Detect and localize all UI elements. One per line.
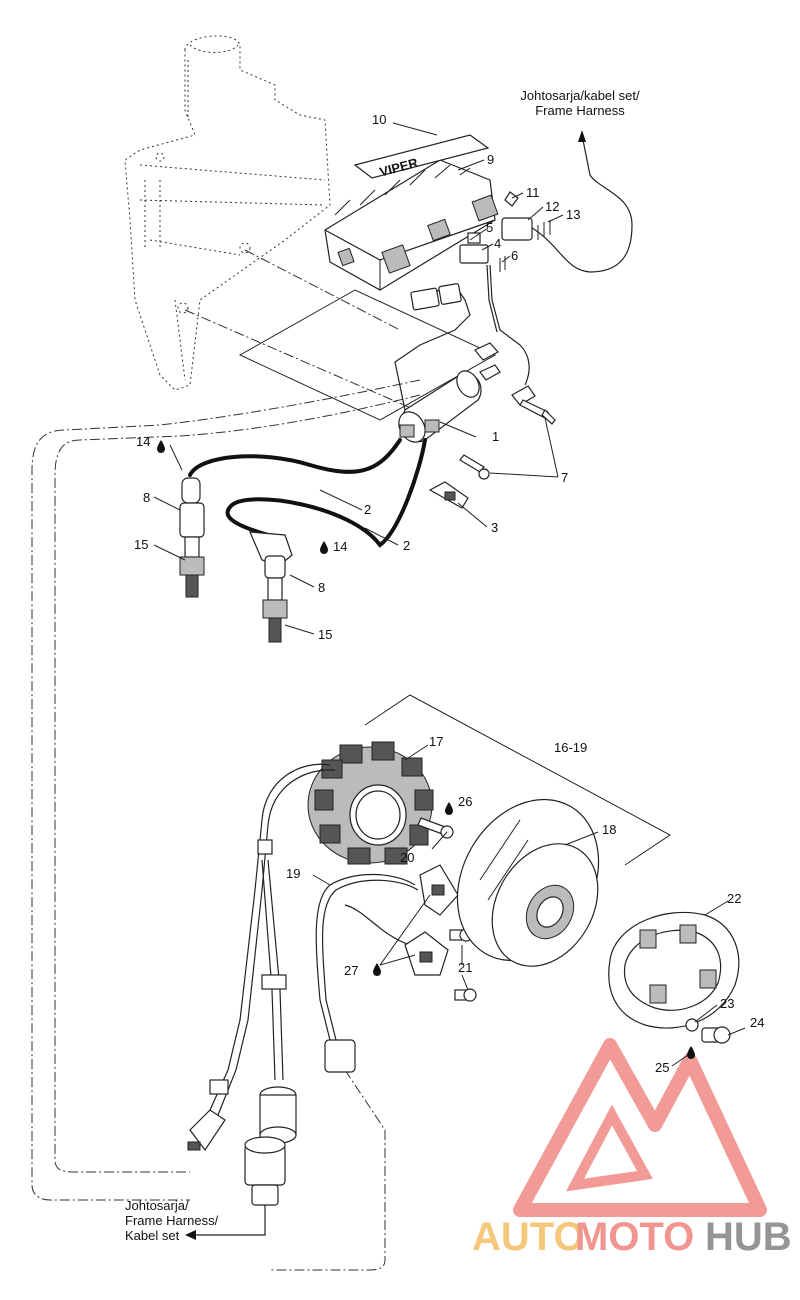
callout-23: 23 <box>720 996 734 1011</box>
watermark-text: AUTO MOTO HUB <box>472 1215 792 1259</box>
routing-loop <box>270 1130 386 1271</box>
callout-3: 3 <box>491 520 498 535</box>
bolt-24 <box>701 1026 731 1044</box>
drop-icon <box>373 963 381 976</box>
leader-lines <box>153 122 746 1067</box>
callout-15-lower: 15 <box>318 627 332 642</box>
stator-harness <box>209 763 336 1116</box>
callout-4: 4 <box>494 236 501 251</box>
callouts: 10 9 11 12 13 5 4 6 1 7 3 2 2 14 14 8 8 … <box>134 112 764 1075</box>
watermark-auto: AUTO <box>472 1215 585 1259</box>
sensor-3 <box>428 481 469 509</box>
connector-11-13 <box>501 191 551 241</box>
rotor-cover-22 <box>608 911 740 1029</box>
callout-18: 18 <box>602 822 616 837</box>
callout-14-lower: 14 <box>333 539 347 554</box>
callout-20: 20 <box>400 850 414 865</box>
frame-harness-connector <box>185 1136 286 1240</box>
trigger-harness-19 <box>315 873 419 1073</box>
callout-10: 10 <box>372 112 386 127</box>
bottom-harness-note-line2: Frame Harness/ <box>125 1213 219 1228</box>
pickup-sensor-upper <box>419 864 459 916</box>
spark-plug-cap-1 <box>179 477 205 538</box>
callout-17: 17 <box>429 734 443 749</box>
spark-plug-cap-2 <box>249 531 293 579</box>
screw-7 <box>459 399 556 480</box>
ecu-mount-frame <box>238 289 497 421</box>
routing-loop <box>31 379 421 1201</box>
bottom-harness-note-line1: Johtosarja/ <box>125 1198 189 1213</box>
callout-9: 9 <box>487 152 494 167</box>
watermark-moto: MOTO <box>575 1215 694 1259</box>
callout-12: 12 <box>545 199 559 214</box>
connector-4-5 <box>459 232 506 272</box>
callout-8-upper: 8 <box>143 490 150 505</box>
ecu-box <box>324 159 499 291</box>
stator-17 <box>307 741 434 865</box>
callout-7: 7 <box>561 470 568 485</box>
callout-24: 24 <box>750 1015 764 1030</box>
callout-25: 25 <box>655 1060 669 1075</box>
ht-lead-upper <box>188 438 402 477</box>
callout-1: 1 <box>492 429 499 444</box>
callout-15-upper: 15 <box>134 537 148 552</box>
callout-14-upper: 14 <box>136 434 150 449</box>
routing-loop <box>54 394 421 1173</box>
drop-icon <box>687 1046 695 1059</box>
mount-line <box>184 309 421 413</box>
drop-icon <box>445 802 453 815</box>
screw-21b <box>454 988 477 1002</box>
flywheel-18 <box>456 798 600 967</box>
drop-icon <box>320 541 328 554</box>
callout-16-19: 16-19 <box>554 740 587 755</box>
ht-lead-lower <box>225 438 427 548</box>
callout-6: 6 <box>511 248 518 263</box>
stator-connector-2 <box>259 1086 297 1144</box>
callout-22: 22 <box>727 891 741 906</box>
mount-line <box>244 249 401 331</box>
callout-11: 11 <box>526 185 540 200</box>
group-bracket-16-19 <box>364 694 671 866</box>
callout-2-lower: 2 <box>403 538 410 553</box>
harness-arrow <box>578 130 586 142</box>
coil-brackets <box>474 342 536 406</box>
frame-harness-top <box>531 134 633 273</box>
spark-plug-2 <box>262 577 288 643</box>
callout-21: 21 <box>458 960 472 975</box>
pickup-sensor-lower <box>404 931 449 976</box>
callout-26: 26 <box>458 794 472 809</box>
callout-5: 5 <box>486 220 493 235</box>
stator-connector-1 <box>187 1109 226 1152</box>
callout-19: 19 <box>286 866 300 881</box>
callout-13: 13 <box>566 207 580 222</box>
coil-harness <box>394 264 530 411</box>
top-harness-note-line1: Johtosarja/kabel set/ <box>520 88 640 103</box>
drop-icon <box>157 440 165 453</box>
callout-2-upper: 2 <box>364 502 371 517</box>
bottom-harness-note-line3: Kabel set <box>125 1228 180 1243</box>
watermark-logo <box>513 1038 767 1217</box>
oil-tank <box>124 35 331 391</box>
callout-8-lower: 8 <box>318 580 325 595</box>
routing-loop <box>344 1069 386 1131</box>
watermark-hub: HUB <box>705 1215 792 1259</box>
spark-plug-1 <box>179 536 205 598</box>
callout-27: 27 <box>344 963 358 978</box>
ignition-coil <box>398 370 482 443</box>
top-harness-note-line2: Frame Harness <box>535 103 625 118</box>
